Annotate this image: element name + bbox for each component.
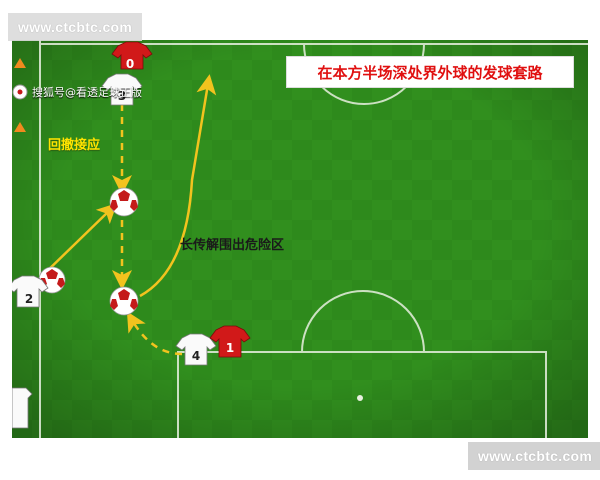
player-4-number: 4 (192, 349, 200, 363)
watermark-bottom: www.ctcbtc.com (468, 442, 600, 470)
player-3-jersey (101, 73, 143, 106)
partial-player-jersey (12, 387, 33, 429)
ball-icon (12, 84, 28, 100)
soccer-ball-icon (109, 187, 139, 217)
drop-back-label: 回撤接应 (48, 138, 101, 153)
player-2-number: 2 (25, 292, 33, 306)
cone-icon (14, 122, 26, 132)
player-4-jersey (175, 333, 217, 366)
player-3-number: 3 (118, 89, 126, 103)
football-pitch: 3 0 2 4 1 搜狐号@看透足球正版 回撤接应 长传解围出危险区 (12, 40, 588, 438)
watermark-top: www.ctcbtc.com (8, 13, 142, 41)
long-clear-label: 长传解围出危险区 (180, 238, 285, 253)
player-2-jersey (12, 275, 49, 308)
watermark-bottom-text: www.ctcbtc.com (478, 448, 593, 464)
watermark-top-text: www.ctcbtc.com (18, 19, 133, 35)
cone-icon (14, 58, 26, 68)
soccer-ball-icon (109, 286, 139, 316)
player-1-jersey (209, 325, 251, 358)
player-0-jersey (111, 41, 153, 70)
source-label: 搜狐号@看透足球正版 (32, 86, 142, 99)
pitch-field: 3 0 2 4 1 (12, 40, 588, 438)
player-1-number: 1 (226, 341, 234, 355)
diagram-title: 在本方半场深处界外球的发球套路 (286, 56, 574, 88)
player-0-number: 0 (126, 57, 134, 71)
